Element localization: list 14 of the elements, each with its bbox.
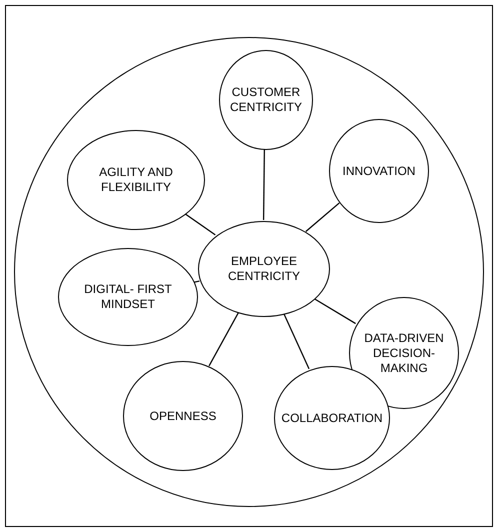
connector-line (283, 313, 310, 370)
connector-line (262, 148, 265, 220)
node-label: AGILITY AND FLEXIBILITY (98, 165, 174, 195)
connector-line (305, 202, 340, 232)
connector-line (184, 213, 216, 236)
node-label: INNOVATION (342, 164, 416, 178)
connector-line (208, 312, 239, 366)
node-label: COLLABORATION (281, 410, 383, 426)
node-label: OPENNESS (150, 408, 216, 424)
node-label: DIGITAL- FIRST MINDSET (83, 282, 173, 312)
node-label: EMPLOYEE CENTRICITY (227, 254, 301, 284)
node-label: DATA-DRIVEN DECISION-MAKING (363, 330, 445, 376)
connector-line (314, 298, 356, 324)
node-label: CUSTOMER CENTRICITY (229, 85, 303, 115)
